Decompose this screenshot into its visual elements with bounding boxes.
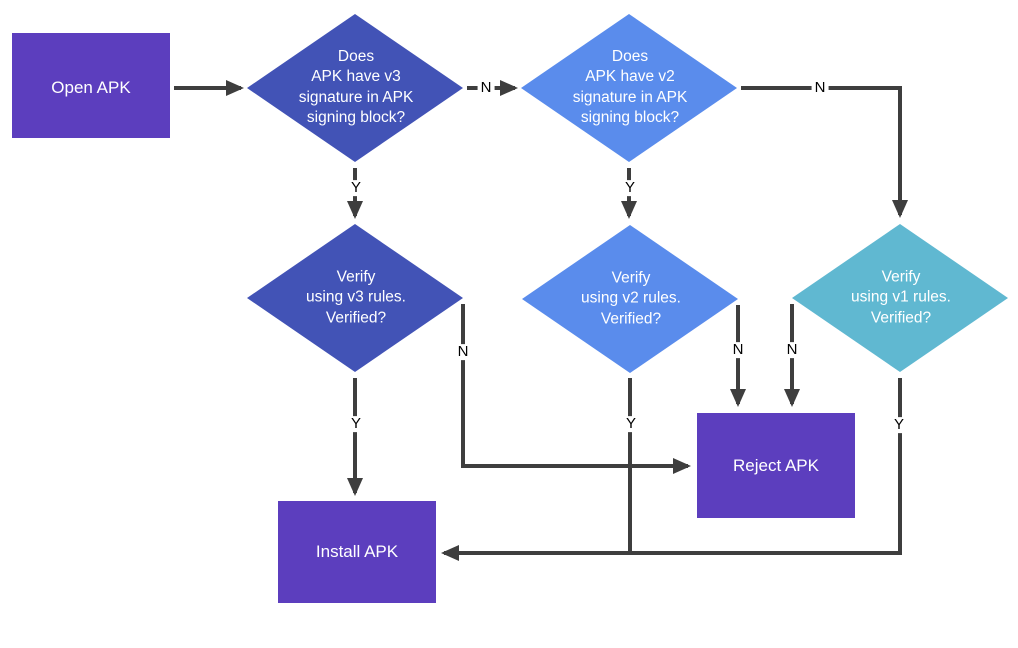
reject-apk-node	[697, 413, 855, 518]
install-apk-node	[278, 501, 436, 603]
decision-verify-v1-diamond	[792, 224, 1008, 372]
open-apk-node	[12, 33, 170, 138]
edge-verifyv1-yes-to-install	[441, 378, 902, 561]
edge-v2question-no-to-verifyv1	[741, 86, 908, 218]
decision-v2-signature-diamond	[521, 14, 737, 162]
decision-v3-signature-diamond	[247, 14, 463, 162]
decision-verify-v3-diamond	[247, 224, 463, 372]
decision-verify-v2-diamond	[522, 225, 738, 373]
